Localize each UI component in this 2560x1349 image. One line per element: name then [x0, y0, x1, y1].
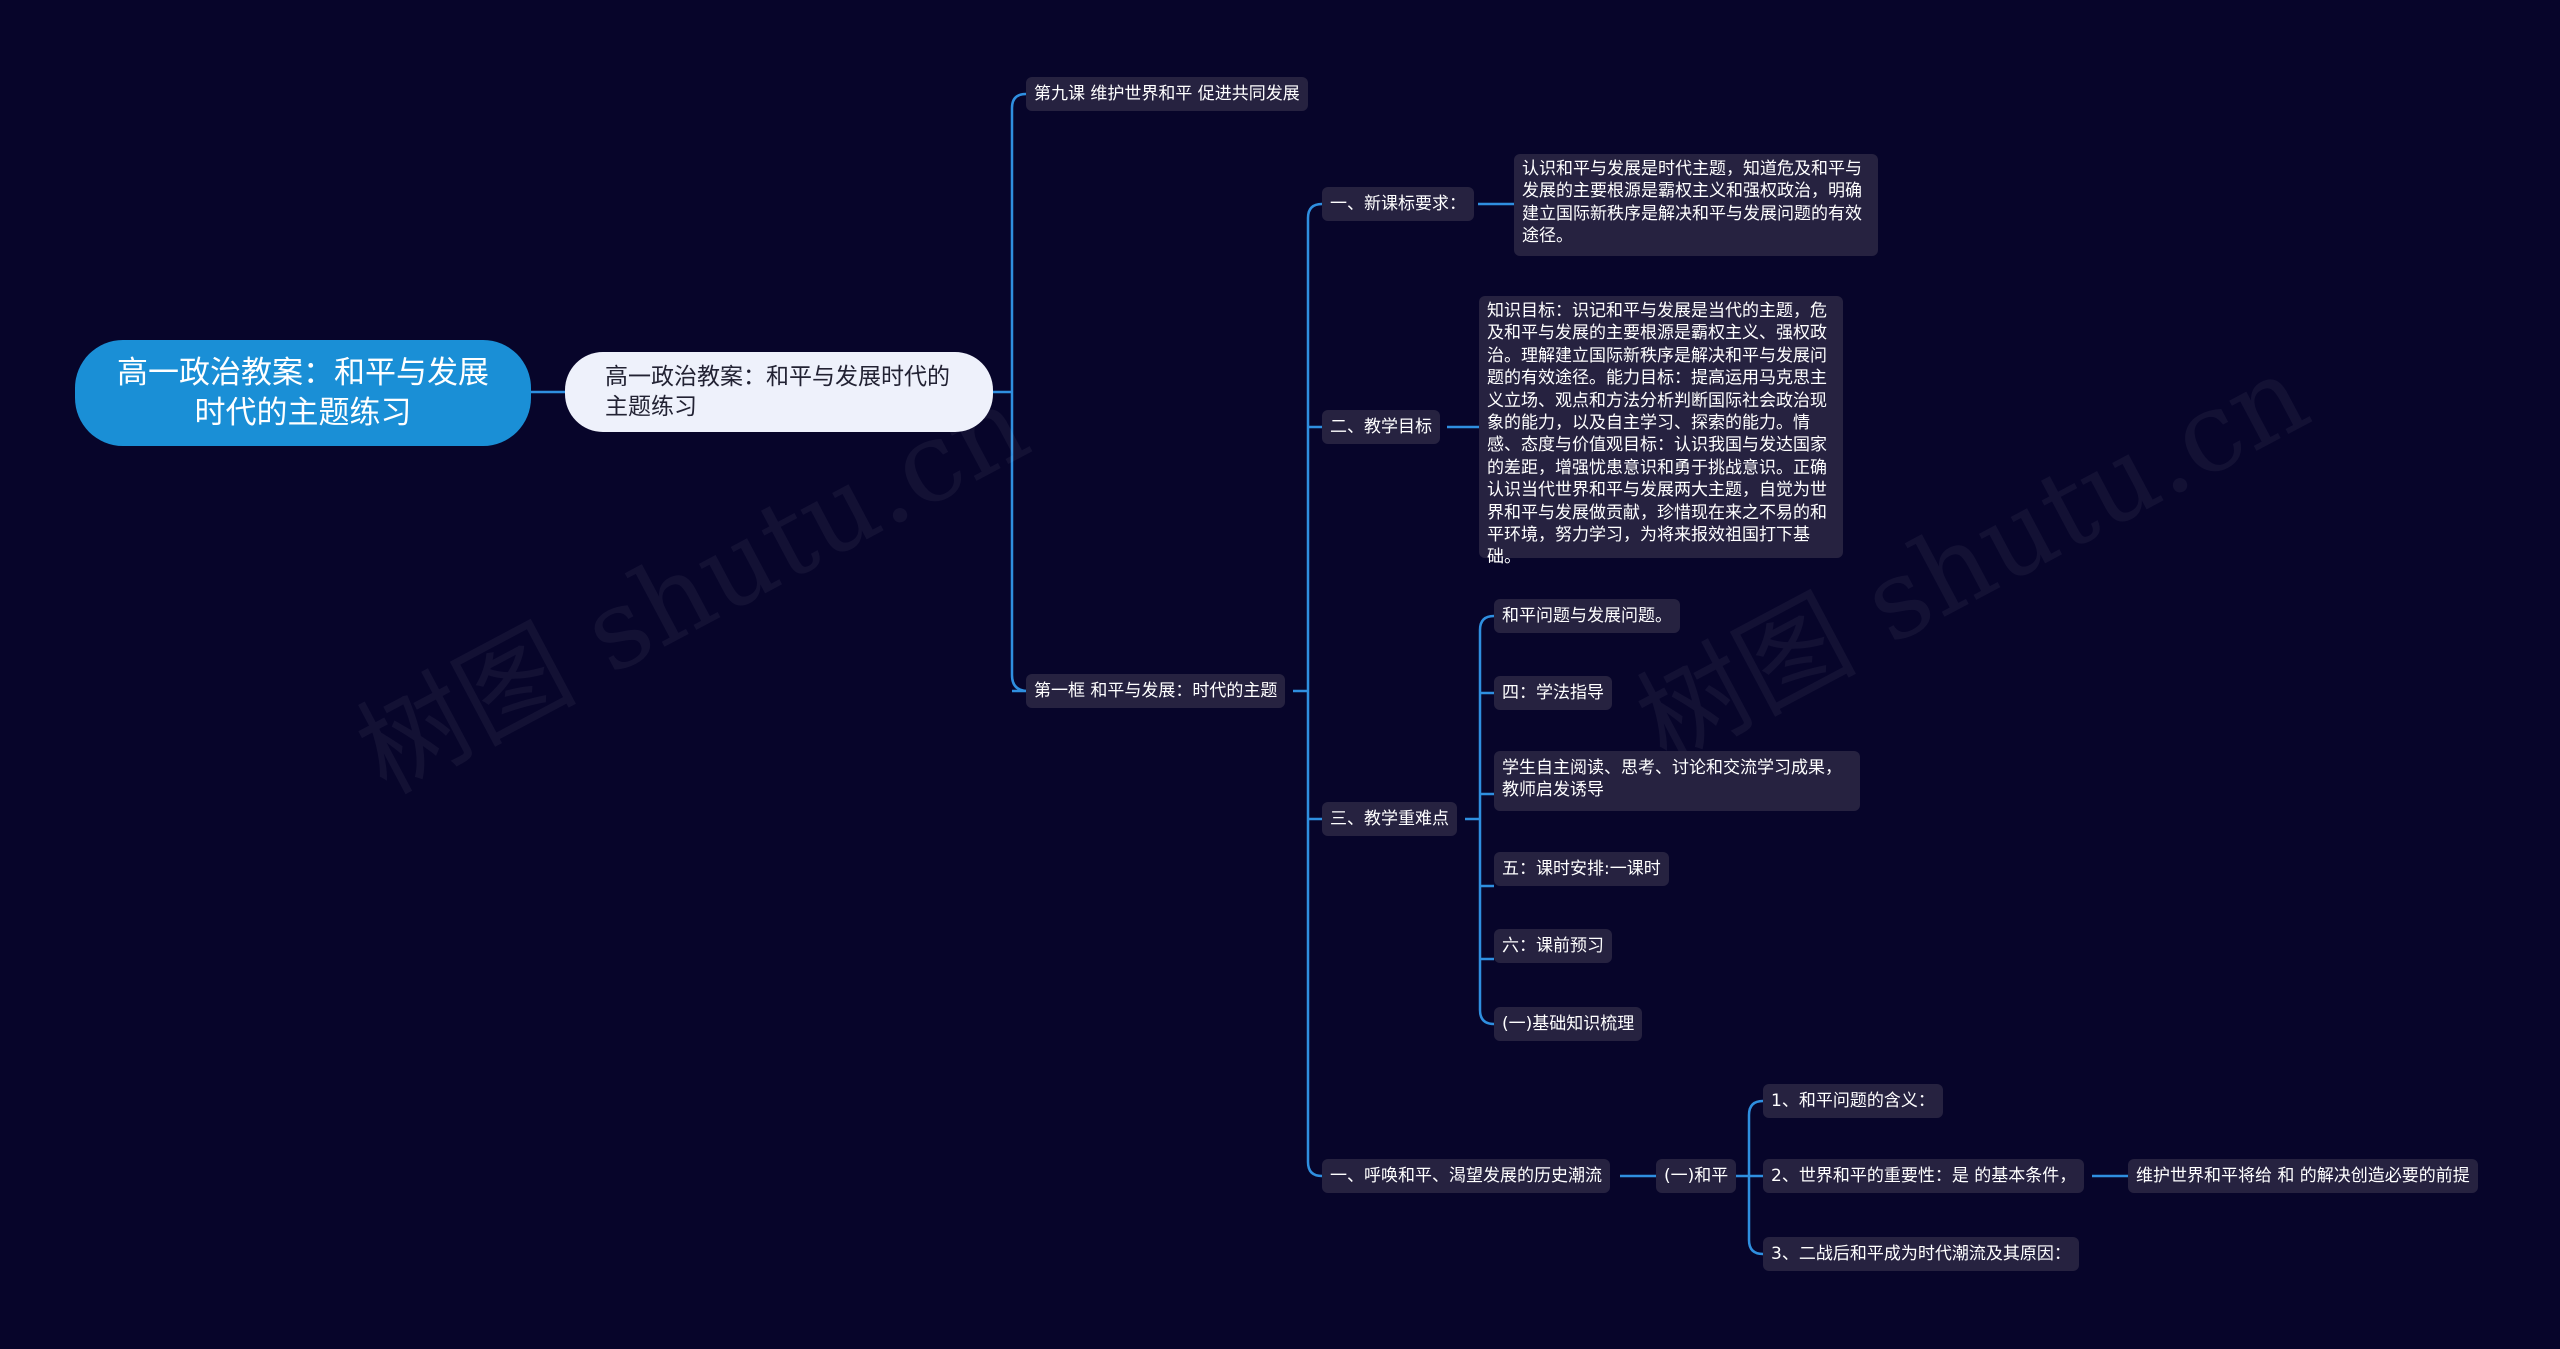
keypoint-item[interactable]: 六：课前预习: [1494, 929, 1612, 963]
root-node[interactable]: 高一政治教案：和平与发展时代的主题练习: [75, 340, 531, 446]
curriculum-node[interactable]: 一、新课标要求：: [1322, 187, 1474, 221]
link-keypoints-items: [1465, 614, 1495, 1026]
keypoint-item[interactable]: (一)基础知识梳理: [1494, 1007, 1643, 1041]
peace-item[interactable]: 3、二战后和平成为时代潮流及其原因：: [1763, 1237, 2079, 1271]
peace-item[interactable]: 1、和平问题的含义：: [1763, 1084, 1943, 1118]
goals-node[interactable]: 二、教学目标: [1322, 410, 1440, 444]
peace-node[interactable]: (一)和平: [1656, 1159, 1737, 1193]
keypoints-node[interactable]: 三、教学重难点: [1322, 802, 1457, 836]
link-peace-items: [1732, 1099, 1764, 1256]
lesson-node[interactable]: 第九课 维护世界和平 促进共同发展: [1026, 77, 1308, 111]
keypoint-item[interactable]: 四：学法指导: [1494, 676, 1612, 710]
sub-node[interactable]: 高一政治教案：和平与发展时代的主题练习: [565, 352, 993, 432]
keypoint-item[interactable]: 学生自主阅读、思考、讨论和交流学习成果，教师启发诱导: [1494, 751, 1860, 811]
keypoint-item[interactable]: 和平问题与发展问题。: [1494, 599, 1680, 633]
link-sub-level1: [993, 92, 1029, 693]
peace-item[interactable]: 2、世界和平的重要性：是 的基本条件，: [1763, 1159, 2085, 1193]
goals-text[interactable]: 知识目标：识记和平与发展是当代的主题，危及和平与发展的主要根源是霸权主义、强权政…: [1479, 296, 1843, 567]
link-frame-level2: [1293, 202, 1323, 1178]
keypoint-item[interactable]: 五：课时安排:一课时: [1494, 852, 1669, 886]
trend-node[interactable]: 一、呼唤和平、渴望发展的历史潮流: [1322, 1159, 1610, 1193]
curriculum-text[interactable]: 认识和平与发展是时代主题，知道危及和平与发展的主要根源是霸权主义和强权政治，明确…: [1514, 154, 1878, 256]
importance-detail[interactable]: 维护世界和平将给 和 的解决创造必要的前提: [2128, 1159, 2478, 1193]
frame-node[interactable]: 第一框 和平与发展：时代的主题: [1026, 674, 1286, 708]
